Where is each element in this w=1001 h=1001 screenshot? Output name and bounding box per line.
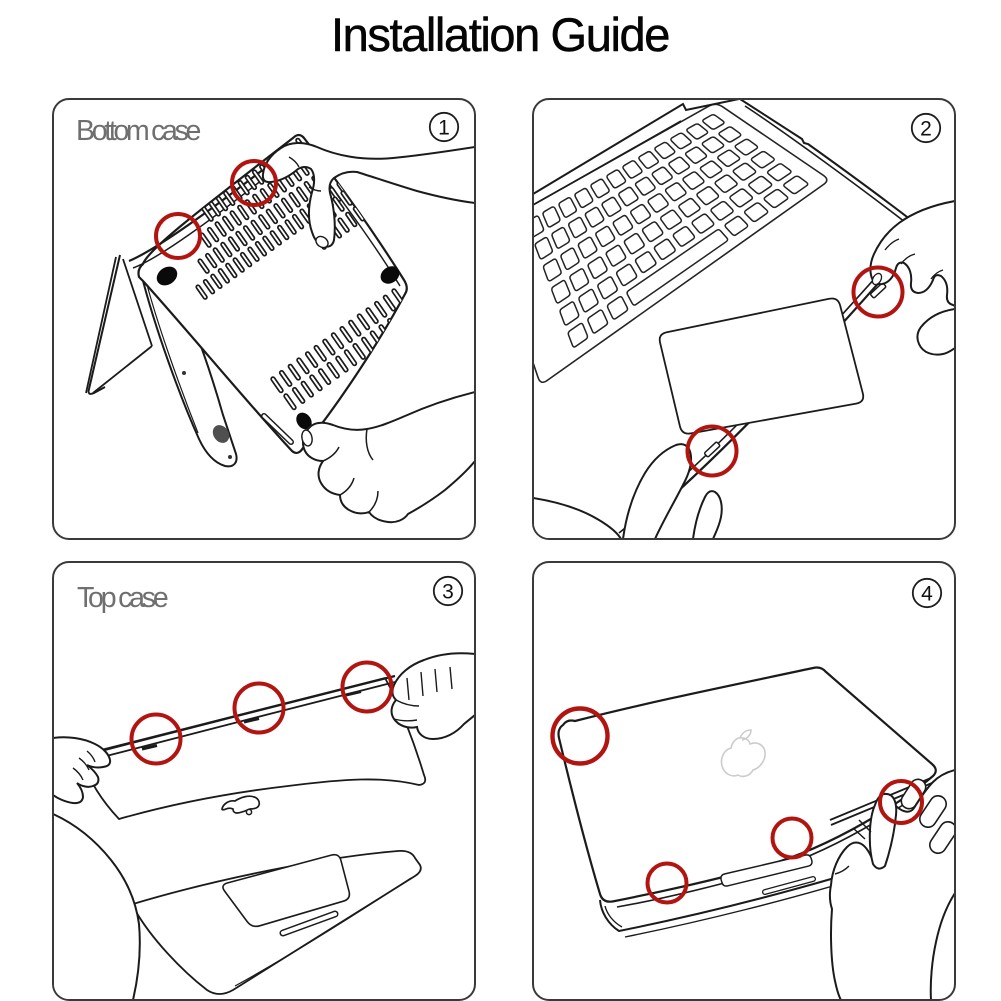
svg-text:1: 1: [438, 117, 450, 140]
svg-text:Bottom case: Bottom case: [76, 115, 201, 147]
svg-text:Installation Guide: Installation Guide: [331, 8, 669, 61]
svg-text:2: 2: [920, 118, 932, 141]
svg-text:3: 3: [442, 581, 454, 604]
svg-text:Top case: Top case: [77, 582, 168, 614]
svg-text:4: 4: [921, 583, 933, 606]
